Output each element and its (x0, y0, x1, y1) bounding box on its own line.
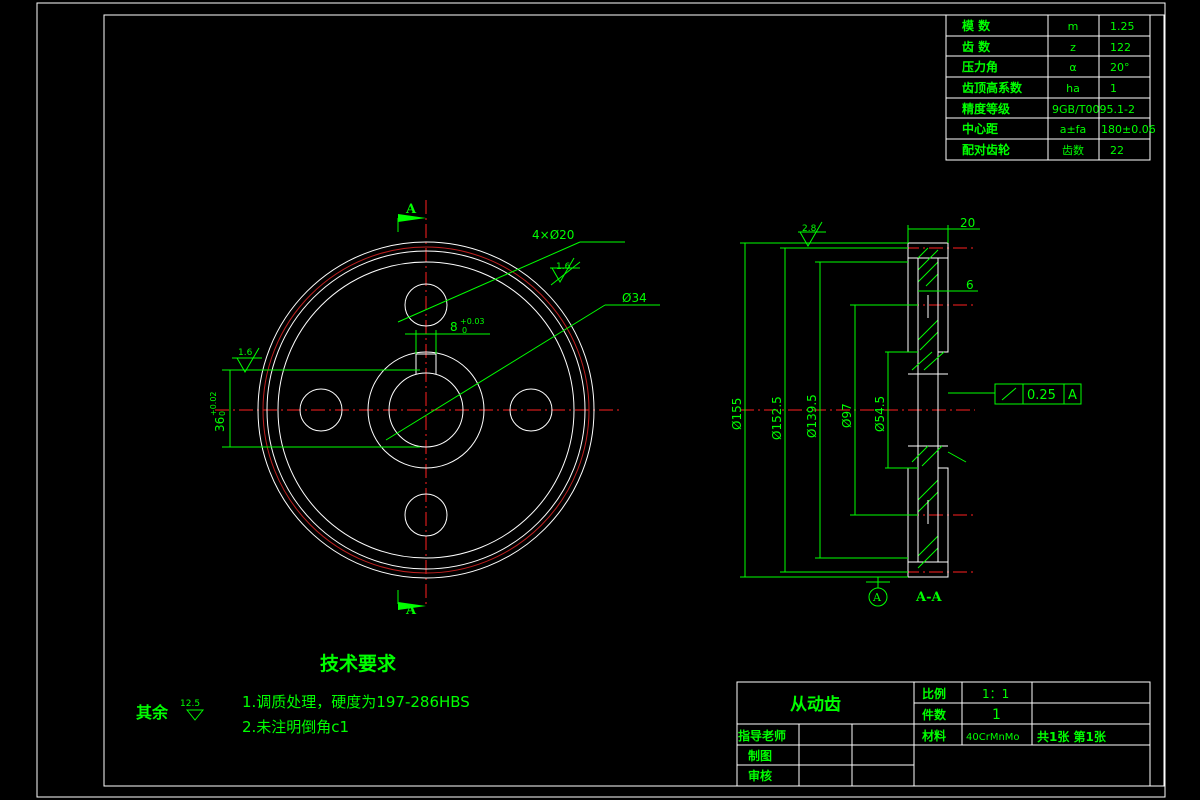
hole-top (404, 283, 448, 327)
runout-frame (994, 383, 1082, 405)
material-value: 40CrMnMo (966, 732, 1020, 743)
root-circle (266, 250, 586, 570)
section-roughness: 2.8 (802, 224, 817, 234)
keyway-depth-tol-lower: 0 (218, 411, 227, 416)
param-symbol-6: a±fa (1060, 123, 1087, 136)
runout-value: 0.25 (1027, 388, 1056, 403)
keyway-depth-dim: 36 (213, 417, 227, 432)
param-value-6: 180±0.06 (1101, 123, 1156, 136)
hole-leader (397, 241, 581, 323)
dia-outer: Ø155 (730, 398, 744, 430)
param-symbol-7: 齿数 (1062, 144, 1084, 157)
material-label: 材料 (921, 728, 946, 743)
datum-marker-label: A (872, 591, 882, 604)
section-view (740, 221, 1082, 607)
param-name-4: 齿顶高系数 (962, 80, 1023, 95)
dia-pitch: Ø152.5 (770, 396, 784, 440)
param-symbol-3: α (1069, 61, 1076, 74)
section-label-bottom: A (405, 603, 417, 618)
section-arrow-bottom (398, 602, 426, 610)
param-symbol-4: ha (1066, 82, 1080, 95)
keyway-width-dim: 8 (450, 320, 458, 334)
hole-bottom (404, 493, 448, 537)
param-table (945, 14, 1151, 161)
front-view (215, 200, 660, 610)
hole-right (509, 388, 553, 432)
outer-frame (36, 2, 1166, 798)
roughness-symbol-left (236, 347, 260, 373)
hub-circle (367, 351, 485, 469)
param-name-6: 中心距 (962, 121, 998, 136)
dia-hub: Ø54.5 (873, 396, 887, 432)
inner-frame (103, 14, 1165, 787)
review-label: 审核 (748, 768, 772, 783)
param-value-3: 20° (1110, 61, 1130, 74)
param-value-5: 9GB/T0095.1-2 (1052, 103, 1135, 116)
param-symbol-1: m (1068, 20, 1079, 33)
hole-left (299, 388, 343, 432)
tech-req-title: 技术要求 (320, 652, 397, 675)
drawn-label: 制图 (748, 748, 772, 763)
param-value-2: 122 (1110, 41, 1131, 54)
hub-callout: Ø34 (622, 291, 647, 305)
keyway-width-tol-upper: +0.03 (460, 317, 485, 326)
section-label-top: A (405, 202, 417, 217)
scale-value: 1：1 (982, 687, 1009, 701)
instructor-label: 指导老师 (738, 728, 786, 743)
param-name-3: 压力角 (962, 59, 998, 74)
qty-value: 1 (992, 707, 1001, 723)
part-name: 从动齿 (790, 694, 841, 715)
tip-circle (257, 241, 595, 579)
param-name-5: 精度等级 (962, 101, 1010, 116)
dia-web: Ø97 (840, 403, 854, 428)
dia-root: Ø139.5 (805, 394, 819, 438)
hole-callout: 4×Ø20 (532, 228, 574, 242)
roughness-symbol-top (551, 257, 575, 283)
datum-circle (868, 587, 888, 607)
section-arrow-top (398, 214, 426, 222)
roughness-rest-label: 其余 (136, 703, 169, 722)
title-block (736, 681, 1151, 787)
width-dim: 20 (960, 216, 975, 230)
pitch-circle (262, 246, 590, 574)
runout-datum: A (1068, 388, 1077, 403)
param-value-1: 1.25 (1110, 20, 1135, 33)
param-name-1: 模 数 (962, 18, 991, 33)
param-name-7: 配对齿轮 (962, 142, 1011, 157)
param-name-2: 齿 数 (962, 39, 991, 54)
rim-inner-circle (277, 261, 575, 559)
scale-label: 比例 (922, 686, 946, 701)
param-value-4: 1 (1110, 82, 1117, 95)
tech-req-item-1: 1.调质处理，硬度为197-286HBS (242, 693, 470, 711)
hub-leader (385, 304, 606, 441)
keyway-depth-tol-upper: +0.02 (209, 391, 218, 416)
web-dim: 6 (966, 278, 974, 292)
tech-req-item-2: 2.未注明倒角c1 (242, 718, 349, 736)
bore-circle (388, 372, 464, 448)
param-symbol-2: z (1070, 41, 1076, 54)
keyway-width-tol-lower: 0 (462, 326, 467, 335)
roughness-rest-value: 12.5 (180, 699, 200, 709)
roughness-rest-symbol (185, 709, 205, 721)
param-table-rows: 模 数 m 1.25 齿 数 z 122 压力角 α 20° 齿顶高系数 ha 1 精度等级 9GB/T0… (962, 18, 1156, 157)
sheet-info: 共1张 第1张 (1037, 729, 1107, 744)
roughness-value-left: 1.6 (238, 348, 253, 358)
keyway (415, 353, 437, 374)
section-view-label: A-A (915, 590, 942, 605)
param-value-7: 22 (1110, 144, 1124, 157)
roughness-value-top: 1.6 (556, 262, 571, 272)
qty-label: 件数 (922, 707, 947, 722)
